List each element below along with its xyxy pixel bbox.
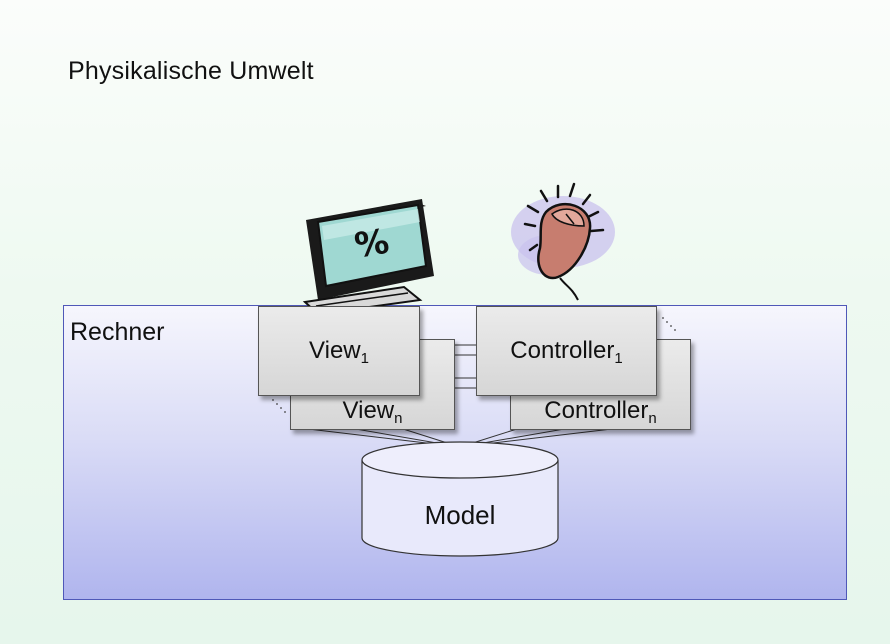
model-label: Model — [424, 500, 496, 530]
controller-1-name: Controller — [510, 337, 615, 364]
rechner-label: Rechner — [70, 318, 165, 346]
environment-title: Physikalische Umwelt — [68, 57, 314, 85]
view-1-name: View — [309, 337, 361, 364]
view-n-name: View — [342, 397, 395, 424]
view-1-index: 1 — [360, 350, 369, 367]
controller-n-name: Controller — [544, 397, 649, 424]
model-cylinder — [361, 441, 559, 557]
stack-dots — [272, 317, 676, 413]
computer-mouse-icon — [511, 182, 615, 301]
controller-1-index: 1 — [614, 350, 623, 367]
view-1-box: View1 — [258, 306, 420, 396]
svg-text:%: % — [352, 222, 392, 267]
view-n-index: n — [394, 410, 403, 427]
computer-monitor-icon: % — [302, 199, 434, 316]
controller-n-index: n — [648, 410, 657, 427]
controller-1-box: Controller1 — [476, 306, 657, 396]
